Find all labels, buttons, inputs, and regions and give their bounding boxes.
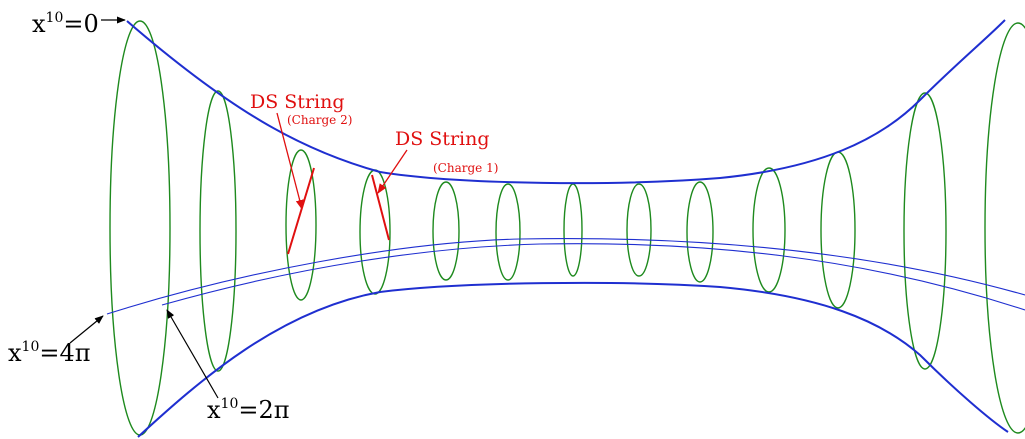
circle-6: [495, 183, 521, 281]
label-x10-two-pi: x10=2π: [207, 396, 290, 424]
label-x10-zero: x10=0: [32, 10, 99, 38]
ds-pointers: [276, 112, 408, 210]
cross-section-circles: [109, 20, 1025, 436]
winding-line-outer: [106, 238, 1025, 315]
circle-8: [626, 183, 652, 277]
circle-1: [109, 20, 171, 436]
coordinate-pointers: [69, 16, 219, 399]
bottom-outline: [137, 281, 1009, 438]
winding-lines: [106, 238, 1025, 315]
label-x10-four-pi: x10=4π: [8, 339, 91, 367]
ds-string-1-arrow: [377, 149, 408, 194]
surface-outline: [126, 19, 1009, 438]
circle-10: [752, 167, 786, 293]
circle-7: [563, 183, 583, 277]
circle-2: [199, 90, 237, 372]
label-ds-string-1-charge: (Charge 1): [433, 161, 498, 175]
ds-string-charge-2-segment: [287, 167, 315, 255]
label-ds-string-1-title: DS String: [395, 128, 490, 150]
x10-four-pi-arrow: [69, 315, 104, 344]
ds-string-2-arrow: [276, 112, 304, 210]
circle-9: [686, 181, 714, 283]
label-ds-string-2-title: DS String: [250, 91, 345, 113]
circle-11: [820, 151, 856, 309]
x10-two-pi-arrow: [166, 309, 219, 399]
circle-12: [903, 92, 947, 370]
winding-line-inner: [161, 243, 1025, 311]
top-outline: [126, 19, 1006, 185]
circle-5: [432, 181, 460, 281]
label-ds-string-2-charge: (Charge 2): [287, 113, 352, 127]
circle-3: [285, 149, 317, 301]
circle-13: [984, 22, 1025, 434]
ds-strings: [287, 167, 390, 255]
ds-string-charge-1-segment: [371, 174, 390, 241]
